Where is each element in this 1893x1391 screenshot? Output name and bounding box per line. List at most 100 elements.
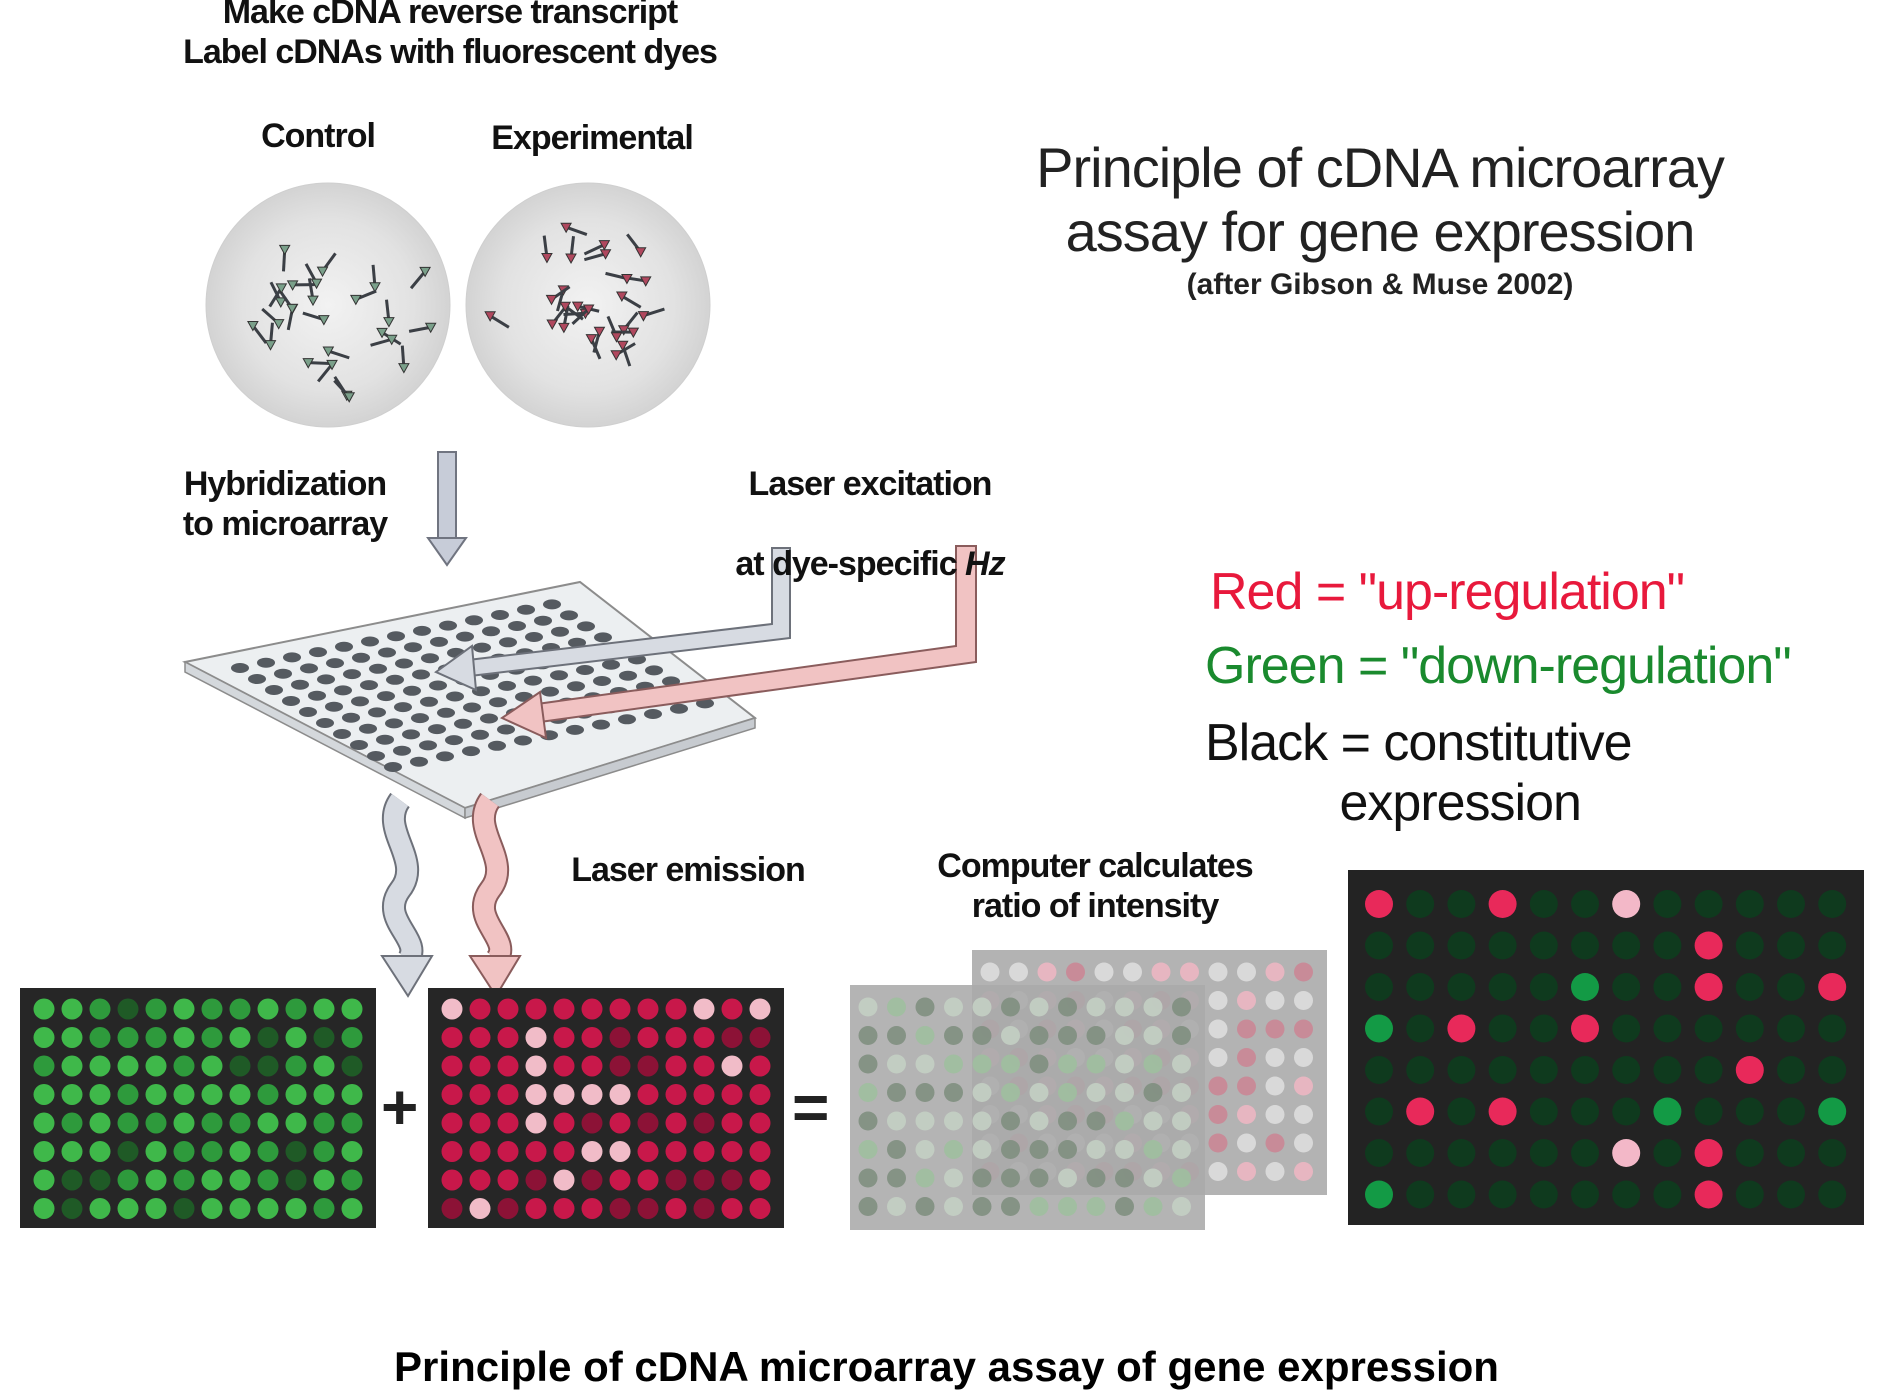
overlay-front-spot: [1001, 998, 1020, 1017]
overlay-back-spot: [1266, 1020, 1285, 1039]
overlay-front-spot: [1058, 1197, 1077, 1216]
overlay-front-spot: [973, 1197, 992, 1216]
red-array-spot: [638, 999, 659, 1020]
overlay-back-spot: [1237, 1105, 1256, 1124]
overlay-front-spot: [1030, 1026, 1049, 1045]
result-spot: [1818, 890, 1846, 918]
red-array-spot: [582, 1113, 603, 1134]
result-spot: [1365, 1015, 1393, 1043]
green-array-spot: [342, 1056, 363, 1077]
overlay-front-spot: [1058, 1083, 1077, 1102]
result-spot: [1695, 1181, 1723, 1209]
overlay-front-spot: [916, 998, 935, 1017]
overlay-back-spot: [1237, 1048, 1256, 1067]
green-array-spot: [314, 1027, 335, 1048]
overlay-back-spot: [1237, 991, 1256, 1010]
result-spot: [1406, 1098, 1434, 1126]
result-spot: [1406, 1181, 1434, 1209]
green-array-spot: [314, 1084, 335, 1105]
result-spot: [1736, 1056, 1764, 1084]
slide-spot: [334, 685, 352, 695]
control-dish: [206, 183, 450, 427]
slide-spot: [359, 724, 377, 734]
result-spot: [1653, 1056, 1681, 1084]
result-spot: [1612, 1181, 1640, 1209]
overlay-front-spot: [887, 1112, 906, 1131]
green-array-spot: [202, 999, 223, 1020]
green-array-spot: [314, 1141, 335, 1162]
overlay-front-spot: [1030, 1140, 1049, 1159]
red-array-spot: [638, 1084, 659, 1105]
red-array-spot: [498, 1027, 519, 1048]
green-array-spot: [314, 1056, 335, 1077]
overlay-back-spot: [1266, 1162, 1285, 1181]
result-spot: [1571, 1098, 1599, 1126]
laser-excitation-line2: at dye-specific: [735, 545, 965, 583]
green-array-spot: [118, 999, 139, 1020]
green-array-spot: [90, 999, 111, 1020]
green-array-spot: [90, 1141, 111, 1162]
green-array-spot: [342, 999, 363, 1020]
slide-spot: [480, 714, 498, 724]
red-array-spot: [554, 1113, 575, 1134]
green-array-spot: [258, 1027, 279, 1048]
red-array-spot: [666, 1170, 687, 1191]
result-spot: [1406, 890, 1434, 918]
overlay-front-spot: [1115, 1140, 1134, 1159]
green-array-spot: [202, 1113, 223, 1134]
result-spot: [1777, 932, 1805, 960]
red-array-spot: [722, 1198, 743, 1219]
slide-spot: [430, 637, 448, 647]
laser-emission-gray-arrow: [382, 800, 432, 996]
green-array-spot: [286, 1198, 307, 1219]
slide-spot: [576, 665, 594, 675]
overlay-front-spot: [973, 1083, 992, 1102]
overlay-front-spot: [1144, 1026, 1163, 1045]
slide-spot: [274, 669, 292, 679]
green-array-spot: [174, 1084, 195, 1105]
overlay-front-spot: [1058, 1112, 1077, 1131]
red-array-spot: [498, 1113, 519, 1134]
slide-spot: [387, 631, 405, 641]
overlay-back-spot: [1294, 963, 1313, 982]
result-spot: [1447, 1098, 1475, 1126]
red-array-spot: [610, 1113, 631, 1134]
green-array-spot: [174, 1056, 195, 1077]
overlay-front-spot: [916, 1026, 935, 1045]
overlay-front-spot: [1058, 1169, 1077, 1188]
overlay-front-spot: [1172, 998, 1191, 1017]
overlay-front-spot: [944, 1055, 963, 1074]
result-spot: [1530, 1015, 1558, 1043]
overlay-back-spot: [1237, 1020, 1256, 1039]
result-spot: [1695, 1139, 1723, 1167]
result-spot: [1736, 890, 1764, 918]
green-array-spot: [118, 1084, 139, 1105]
red-array-spot: [442, 999, 463, 1020]
hybridization-arrow: [428, 452, 466, 565]
green-array-spot: [230, 1027, 251, 1048]
green-array-spot: [146, 1141, 167, 1162]
result-spot: [1777, 890, 1805, 918]
red-array-spot: [750, 1056, 771, 1077]
result-spot: [1736, 1181, 1764, 1209]
green-array-spot: [174, 1170, 195, 1191]
red-array-spot: [526, 999, 547, 1020]
slide-spot: [497, 725, 515, 735]
red-array-spot: [442, 1056, 463, 1077]
green-array-spot: [202, 1084, 223, 1105]
result-spot: [1489, 1098, 1517, 1126]
red-array-spot: [582, 1170, 603, 1191]
result-spot: [1818, 1181, 1846, 1209]
figure-caption: Principle of cDNA microarray assay of ge…: [0, 1343, 1893, 1391]
green-array-spot: [258, 1198, 279, 1219]
green-array-spot: [174, 1027, 195, 1048]
slide-spot: [291, 680, 309, 690]
result-spot: [1612, 1056, 1640, 1084]
green-array-spot: [230, 1113, 251, 1134]
result-spot: [1530, 1098, 1558, 1126]
red-array-spot: [666, 1113, 687, 1134]
result-spot: [1447, 1181, 1475, 1209]
green-array-spot: [90, 1170, 111, 1191]
result-spot: [1447, 1015, 1475, 1043]
overlay-back-spot: [981, 963, 1000, 982]
